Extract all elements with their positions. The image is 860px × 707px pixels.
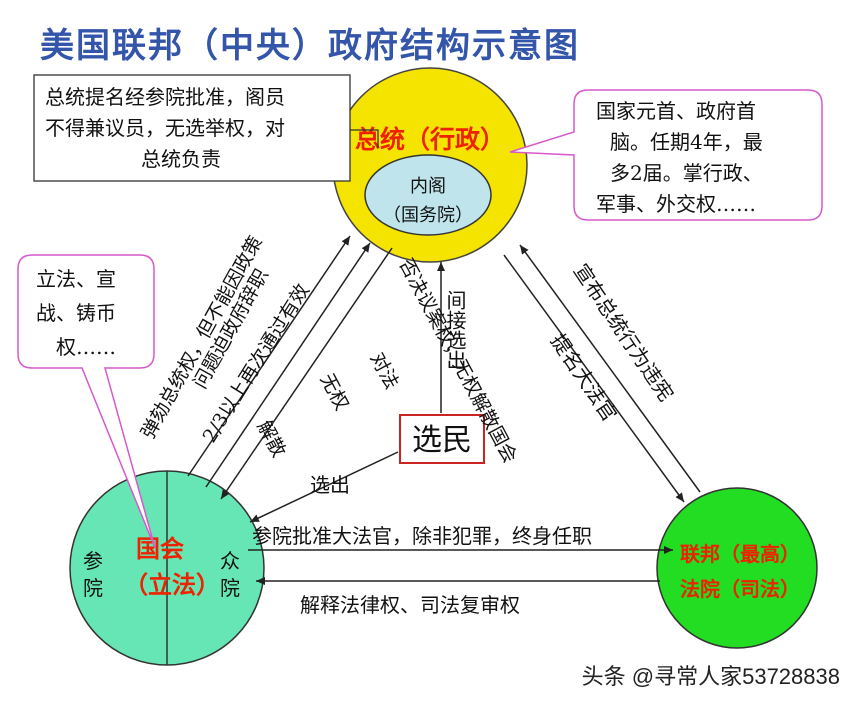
court-node xyxy=(656,487,818,649)
president-callout-shape xyxy=(509,89,823,221)
edge-no-dissolve: 解散 xyxy=(253,417,290,461)
cabinet-label: 内阁 xyxy=(410,176,446,197)
arrow-congress-president-2 xyxy=(205,242,371,488)
president-callout: 国家元首、政府首 脑。任期4年，最 多2届。掌行政、 军事、外交权…… xyxy=(596,96,818,220)
edge-senate-approve: 参院批准大法官，除非犯罪，终身任职 xyxy=(252,524,592,548)
senate-label: 参院 xyxy=(83,549,103,600)
edge-veto-b: 对法 xyxy=(366,349,403,393)
house-char-1: 众 xyxy=(220,549,240,573)
cabinet-note-line-3: 总统负责 xyxy=(141,147,221,171)
congress-callout: 立法、宣 战、铸币 权…… xyxy=(36,262,154,364)
president-label: 总统（行政） xyxy=(355,125,505,154)
cabinet-note: 总统提名经参院批准，阁员 不得兼议员，无选举权，对 总统负责 xyxy=(45,82,345,175)
president-callout-line-1: 国家元首、政府首 xyxy=(596,99,756,123)
arrow-president-congress xyxy=(220,247,393,500)
arrow-voters-congress xyxy=(249,451,399,523)
house-label: 众院 xyxy=(220,549,240,600)
page-title: 美国联邦（中央）政府结构示意图 xyxy=(40,26,580,66)
cabinet-note-pointer xyxy=(350,129,379,148)
cabinet-node xyxy=(364,154,492,236)
arrow-court-president xyxy=(519,244,701,493)
president-callout-line-4: 军事、外交权…… xyxy=(596,192,756,216)
cabinet-note-box xyxy=(33,74,351,182)
congress-label: 国会 xyxy=(136,534,184,563)
voters-label: 选民 xyxy=(412,423,472,458)
senate-char-2: 院 xyxy=(83,576,103,600)
edge-elect: 选出 xyxy=(310,473,350,497)
congress-label-sub: （立法） xyxy=(124,570,220,599)
congress-callout-shape xyxy=(17,254,156,549)
congress-callout-line-3: 权…… xyxy=(56,335,116,359)
voters-box xyxy=(399,414,485,464)
edge-indirect: 间接选出 xyxy=(443,290,467,370)
president-callout-line-3: 多2届。掌行政、 xyxy=(610,161,763,185)
president-callout-line-2: 脑。任期4年，最 xyxy=(610,130,763,154)
cabinet-note-line-2: 不得兼议员，无选举权，对 xyxy=(45,116,285,140)
court-label: 联邦（最高） xyxy=(680,542,800,566)
house-char-2: 院 xyxy=(220,576,240,600)
congress-callout-line-2: 战、铸币 xyxy=(36,301,116,325)
court-label-sub: 法院（司法） xyxy=(680,577,800,601)
congress-callout-line-1: 立法、宣 xyxy=(36,267,116,291)
cabinet-label-sub: （国务院） xyxy=(383,205,473,226)
edge-veto-c: 无权 xyxy=(316,370,353,414)
cabinet-note-line-1: 总统提名经参院批准，阁员 xyxy=(45,85,285,109)
senate-char-1: 参 xyxy=(83,549,103,573)
edge-nominate-judges: 提名大法官 xyxy=(546,329,622,425)
watermark: 头条 @寻常人家53728838 xyxy=(581,664,840,689)
edge-interpret: 解释法律权、司法复审权 xyxy=(300,593,520,617)
arrow-congress-president-1 xyxy=(187,235,351,477)
arrow-president-court xyxy=(503,254,685,503)
edge-impeach: 弹劾总统权，但不能因政策 xyxy=(137,232,267,442)
